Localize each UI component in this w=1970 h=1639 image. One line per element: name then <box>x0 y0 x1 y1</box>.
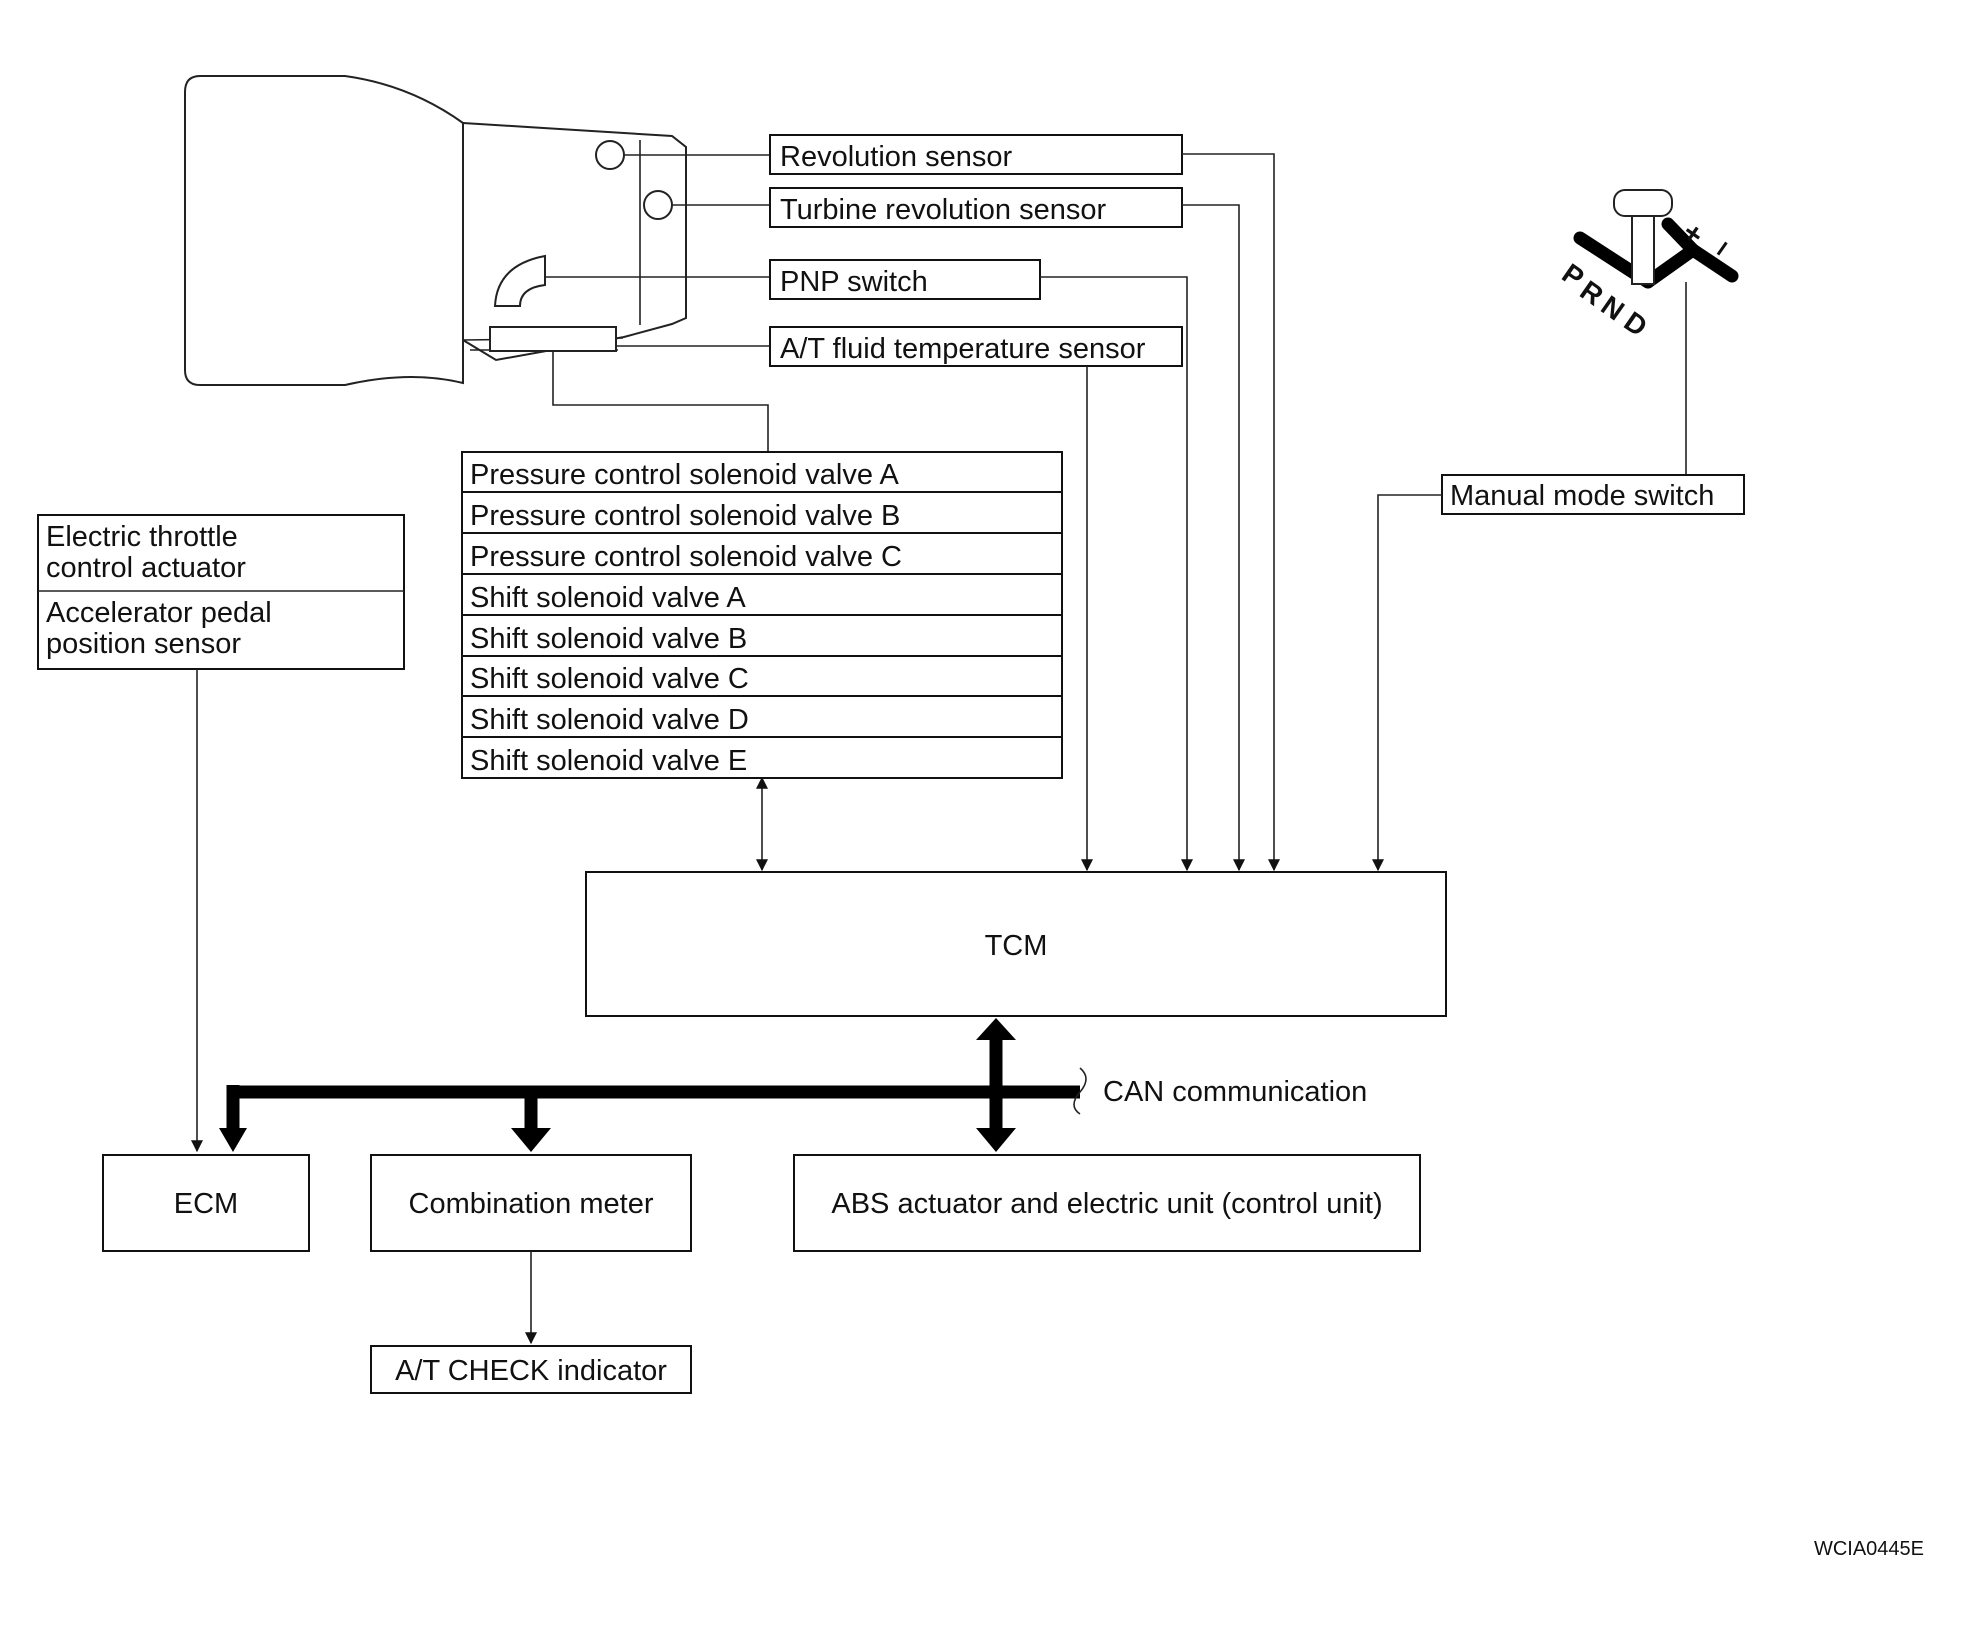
solenoid-label: Shift solenoid valve E <box>470 745 747 777</box>
abs-unit-label: ABS actuator and electric unit (control … <box>831 1188 1382 1220</box>
tcm-input-lines <box>191 153 1442 1153</box>
solenoid-label: Shift solenoid valve A <box>470 582 746 614</box>
solenoid-label: Pressure control solenoid valve A <box>470 459 899 491</box>
sensor-turbine-label: Turbine revolution sensor <box>780 194 1106 226</box>
solenoid-row <box>461 655 1063 697</box>
transmission-extension <box>462 121 687 362</box>
at-check-indicator-label: A/T CHECK indicator <box>395 1355 667 1387</box>
solenoid-row <box>461 736 1063 779</box>
solenoid-valve-stack: Pressure control solenoid valve A Pressu… <box>461 451 1063 779</box>
solenoid-row <box>461 614 1063 657</box>
combination-meter-label: Combination meter <box>409 1188 654 1220</box>
revolution-sensor-icon <box>595 140 625 170</box>
shift-selector: P R N D + – <box>1557 189 1739 475</box>
sensor-fluid-temp-box: A/T fluid temperature sensor <box>769 326 1183 367</box>
solenoid-label: Shift solenoid valve D <box>470 704 749 736</box>
sensor-turbine-box: Turbine revolution sensor <box>769 187 1183 228</box>
throttle-actuator-label-2: control actuator <box>46 552 246 584</box>
can-communication-label: CAN communication <box>1103 1076 1367 1108</box>
transmission-illustration <box>184 75 687 386</box>
solenoid-row <box>461 451 1063 493</box>
control-valve-icon <box>489 326 617 352</box>
shift-lever <box>1631 211 1655 285</box>
pnp-switch-icon <box>493 254 546 307</box>
can-bus: CAN communication <box>219 1018 1367 1152</box>
solenoid-label: Shift solenoid valve C <box>470 663 749 695</box>
sensor-fluid-temp-label: A/T fluid temperature sensor <box>780 333 1146 365</box>
at-check-indicator-box: A/T CHECK indicator <box>370 1345 692 1394</box>
shift-position-d: D <box>1619 306 1653 343</box>
tcm-label: TCM <box>985 930 1048 962</box>
manual-mode-switch-label: Manual mode switch <box>1450 480 1714 512</box>
figure-code: WCIA0445E <box>1814 1538 1924 1560</box>
solenoid-row <box>461 532 1063 575</box>
sensor-pnp-box: PNP switch <box>769 259 1041 300</box>
solenoid-label: Shift solenoid valve B <box>470 623 747 655</box>
manual-mode-switch-box: Manual mode switch <box>1441 474 1745 515</box>
solenoid-label: Pressure control solenoid valve B <box>470 500 900 532</box>
sensor-pnp-label: PNP switch <box>780 266 928 298</box>
ecm-box: ECM <box>102 1154 310 1252</box>
pedal-sensor-label-2: position sensor <box>46 628 241 660</box>
solenoid-row <box>461 491 1063 534</box>
sensor-revolution-label: Revolution sensor <box>780 141 1012 173</box>
turbine-sensor-icon <box>643 190 673 220</box>
sensor-revolution-box: Revolution sensor <box>769 134 1183 175</box>
transmission-case <box>184 75 464 386</box>
sensor-leaders <box>545 154 770 452</box>
shift-knob <box>1613 189 1673 217</box>
tcm-box: TCM <box>585 871 1447 1017</box>
abs-unit-box: ABS actuator and electric unit (control … <box>793 1154 1421 1252</box>
throttle-pedal-box: Electric throttle control actuator Accel… <box>37 514 405 670</box>
ecm-label: ECM <box>174 1188 238 1220</box>
pedal-sensor-label-1: Accelerator pedal <box>46 597 272 629</box>
combination-meter-box: Combination meter <box>370 1154 692 1252</box>
throttle-actuator-label-1: Electric throttle <box>46 521 238 553</box>
solenoid-label: Pressure control solenoid valve C <box>470 541 902 573</box>
